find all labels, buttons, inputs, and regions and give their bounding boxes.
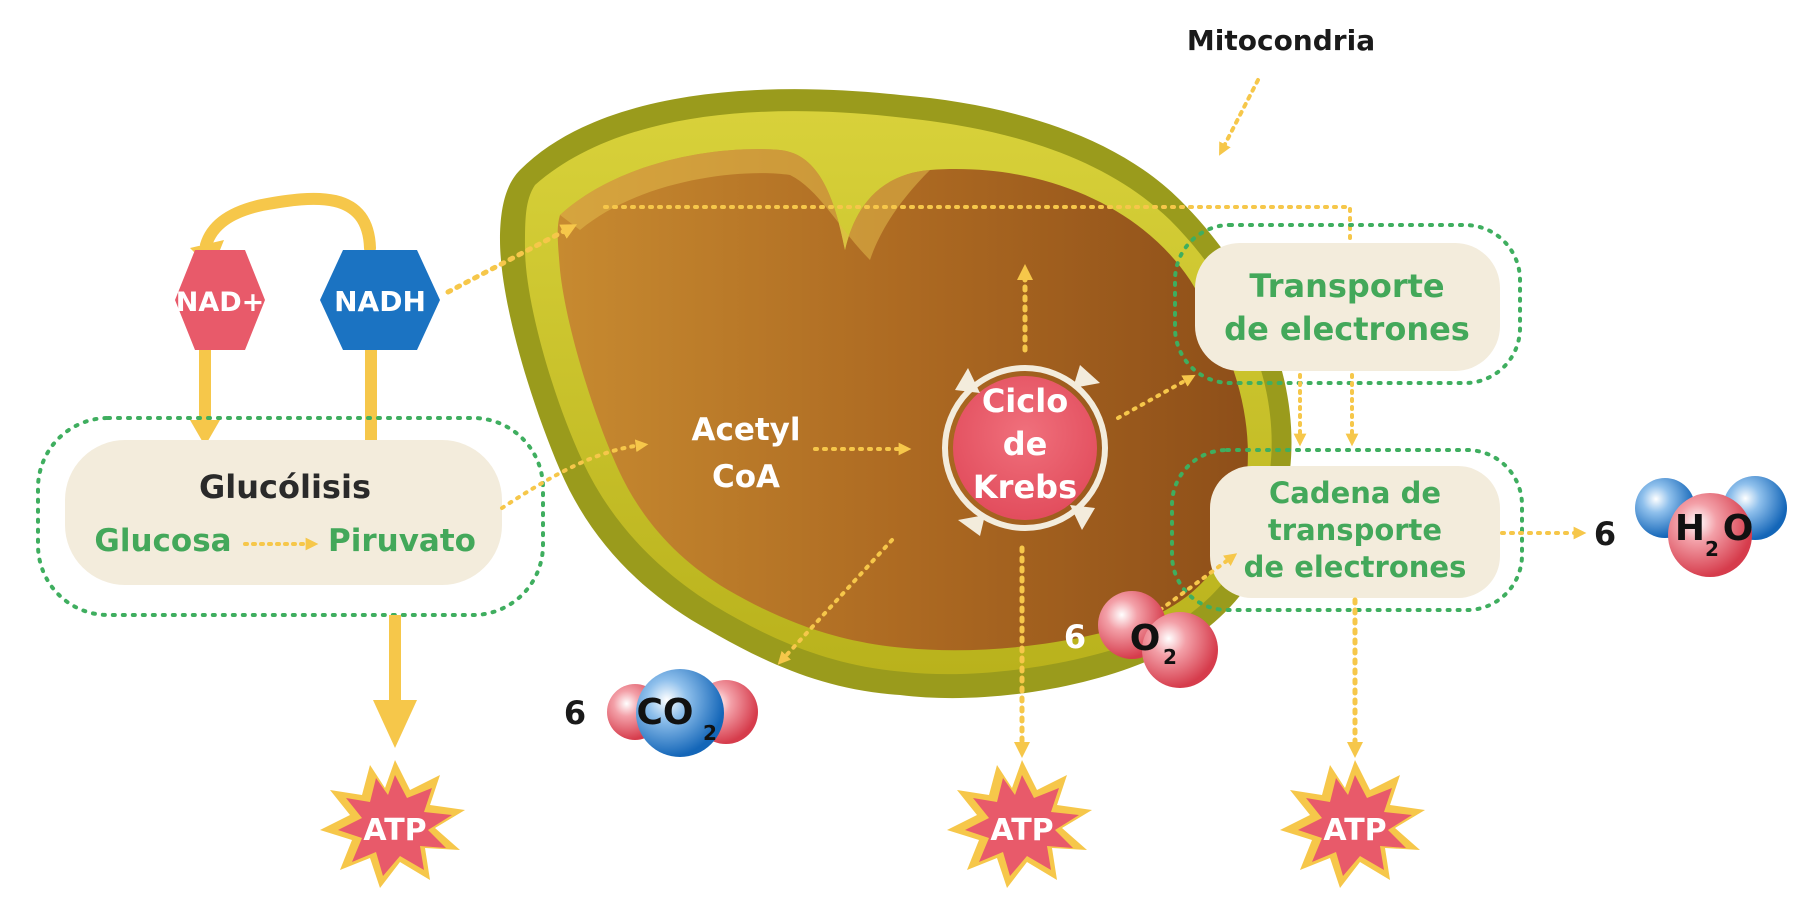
- glucose-label: Glucosa: [94, 523, 231, 559]
- glycolysis-title: Glucólisis: [199, 468, 371, 506]
- electron-transport-label-line1: Transporte: [1249, 267, 1444, 305]
- atp-star-inner: [1298, 775, 1412, 876]
- atp-krebs: ATP: [947, 760, 1092, 888]
- electron-transport-box: [1195, 243, 1500, 371]
- atp-label: ATP: [1323, 813, 1386, 848]
- o2-formula: O: [1130, 618, 1161, 659]
- krebs-outer-ring: [942, 365, 1108, 531]
- coa-label: CoA: [712, 459, 780, 495]
- co2-molecule: 6 CO 2: [564, 669, 758, 757]
- co2-subscript: 2: [703, 721, 717, 745]
- nad-plus-label: NAD+: [176, 287, 265, 318]
- atp-star-inner: [965, 775, 1079, 876]
- mito-to-co2-arrow: [777, 538, 894, 665]
- krebs-cycle: Ciclo de Krebs: [942, 365, 1108, 536]
- electron-chain-group: Cadena de transporte de electrones: [1170, 448, 1524, 612]
- h2o-subscript: 2: [1705, 537, 1719, 561]
- krebs-cycle-arrowhead-right: [1070, 505, 1095, 530]
- o2-coefficient: 6: [1064, 618, 1086, 656]
- glycolysis-atp-arrowhead: [373, 700, 417, 748]
- krebs-cycle-arrowhead-left: [955, 368, 980, 393]
- h2o-h-letter: H: [1675, 508, 1705, 549]
- electron-chain-label-line1: Cadena de: [1269, 476, 1441, 510]
- electron-transport-dotted-border: [1173, 223, 1522, 385]
- electron-chain-dotted-border: [1170, 448, 1524, 612]
- atp-star-inner: [338, 775, 452, 876]
- nad-down-connector: [199, 350, 211, 430]
- atp-glycolysis: ATP: [320, 760, 465, 888]
- atp-label: ATP: [363, 813, 426, 848]
- o2-atom-2: [1142, 612, 1218, 688]
- mitochondria-label: Mitocondria: [1187, 24, 1375, 57]
- electron-chain-box: [1210, 466, 1500, 598]
- nadh-to-nad-arrow: [200, 192, 376, 254]
- krebs-label-line1: Ciclo: [982, 382, 1068, 420]
- electron-transport-group: Transporte de electrones: [1173, 223, 1522, 385]
- mitochondrion: [500, 89, 1292, 699]
- pyruvate-label: Piruvato: [328, 523, 476, 559]
- h2o-o-letter: O: [1723, 508, 1754, 549]
- h2o-oxygen: [1668, 493, 1752, 577]
- nad-plus-hexagon: [175, 250, 265, 350]
- glycolysis-group: Glucólisis Glucosa Piruvato: [36, 416, 545, 617]
- mitochondria-pointer-arrow: [1219, 78, 1260, 156]
- h2o-coefficient: 6: [1594, 515, 1616, 553]
- electron-chain-label-line2: transporte: [1268, 513, 1442, 547]
- atp-electron-chain: ATP: [1280, 760, 1425, 888]
- nad-down-arrowhead: [190, 420, 220, 446]
- electron-transport-label-line2: de electrones: [1224, 310, 1470, 348]
- mitochondrion-highlight: [560, 149, 930, 260]
- krebs-cycle-arrowhead-top: [1073, 365, 1100, 388]
- h2o-molecule: 6 H 2 O: [1594, 476, 1787, 577]
- co2-carbon: [636, 669, 724, 757]
- nadh-up-connector: [365, 350, 377, 445]
- glycolysis-box: [65, 440, 502, 585]
- krebs-circle: [953, 376, 1097, 520]
- nadh-hexagon: [320, 250, 440, 350]
- electron-chain-label-line3: de electrones: [1244, 550, 1467, 584]
- atp-label: ATP: [990, 813, 1053, 848]
- o2-to-chain-arrow: [1158, 553, 1238, 612]
- co2-formula: CO: [636, 692, 693, 733]
- top-dotted-route: [603, 205, 1352, 242]
- nad-cycle: NAD+ NADH: [175, 192, 440, 446]
- glycolysis-dotted-border: [36, 416, 545, 617]
- o2-subscript: 2: [1163, 645, 1177, 669]
- nadh-label: NADH: [334, 285, 426, 318]
- nadh-to-mitochondria-arrow: [445, 224, 578, 295]
- krebs-cycle-arrowhead-bottom: [958, 515, 985, 536]
- acetyl-label: Acetyl: [691, 412, 800, 448]
- krebs-label-line3: Krebs: [973, 468, 1077, 506]
- co2-coefficient: 6: [564, 694, 586, 732]
- glycolysis-atp-connector: [389, 615, 401, 705]
- mitochondrion-matrix: [557, 149, 1248, 651]
- krebs-label-line2: de: [1003, 425, 1048, 463]
- o2-molecule: 6 O 2: [1064, 591, 1218, 688]
